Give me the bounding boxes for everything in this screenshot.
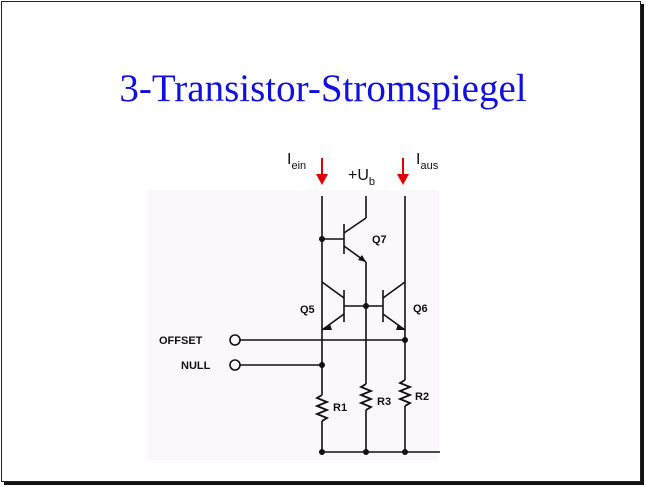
null-label: NULL — [181, 360, 211, 372]
resistor-r2-icon — [397, 379, 413, 407]
q6-emitter-arrow-icon — [396, 324, 405, 330]
supply-voltage-label: +Ub — [348, 167, 375, 188]
q7-label: Q7 — [372, 234, 387, 246]
resistors — [314, 379, 413, 422]
r3-label: R3 — [377, 396, 391, 408]
slide-title: 3-Transistor-Stromspiegel — [119, 67, 527, 110]
input-current-label: Iein — [287, 151, 306, 172]
junction-dots — [319, 236, 408, 455]
resistor-r1-icon — [314, 394, 330, 422]
r2-label: R2 — [415, 391, 429, 403]
q5-emitter-arrow-icon — [322, 324, 332, 330]
q5-label: Q5 — [300, 304, 315, 316]
offset-terminal-icon — [229, 334, 241, 346]
q6-label: Q6 — [413, 303, 428, 315]
input-current-arrow-icon — [316, 158, 328, 185]
r1-label: R1 — [333, 402, 347, 414]
output-current-arrow-icon — [397, 158, 409, 185]
resistor-r3-icon — [358, 383, 374, 411]
q7-emitter-arrow-icon — [358, 255, 366, 262]
output-current-label: Iaus — [416, 151, 439, 172]
offset-label: OFFSET — [159, 335, 203, 347]
null-terminal-icon — [229, 359, 241, 371]
circuit-background — [147, 190, 439, 460]
